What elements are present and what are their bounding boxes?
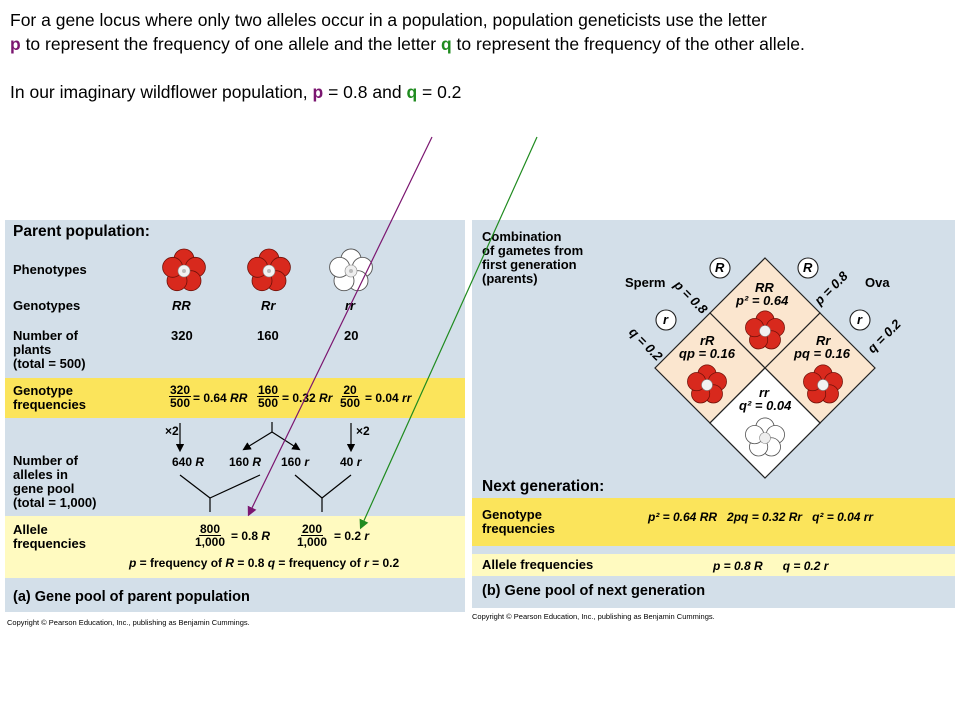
cell-rr-frequency: q² = 0.04 [739,398,792,413]
next-gf-label-line2: frequencies [482,521,555,536]
plant-count-rr: 20 [344,328,359,343]
gf-label-line1: Genotype [13,383,73,398]
alleles-label-line4: (total = 1,000) [13,495,97,510]
red-flower-icon [247,248,291,292]
alleles-label-line3: gene pool [13,481,75,496]
copyright-b: Copyright © Pearson Education, Inc., pub… [472,612,715,621]
genotype-RR: RR [172,298,191,313]
next-generation-title: Next generation: [482,478,605,495]
plant-count-RR: 320 [171,328,193,343]
allele-count-160R: 160 R [229,455,262,469]
plant-count-Rr: 160 [257,328,279,343]
cell-RR-frequency: p² = 0.64 [736,293,789,308]
sperm-r: r [663,312,669,327]
times-two-right: ×2 [356,424,370,438]
alleles-label-line2: alleles in [13,467,68,482]
panel-a-caption: (a) Gene pool of parent population [13,589,250,605]
p-connector-arrow [247,136,433,517]
p-symbol: p [10,34,21,54]
allele-arrows [175,422,356,512]
q-symbol-2: q [406,82,418,102]
ova-R: R [803,260,813,275]
allele-frequency-definition: p = frequency of R = 0.8 q = frequency o… [129,556,400,570]
combo-label-line1: Combination [482,229,562,244]
panel-parent-population: Parent population: Phenotypes Genotypes … [5,220,465,612]
combo-label-line3: first generation [482,257,577,272]
combo-label-line4: (parents) [482,271,538,286]
copyright-a: Copyright © Pearson Education, Inc., pub… [7,618,250,627]
phenotypes-label: Phenotypes [13,262,87,277]
white-flower-icon [745,417,785,457]
next-gf-label-line1: Genotype [482,507,542,522]
times-two-left: ×2 [165,424,179,438]
intro-text-2c: = 0.2 [417,82,462,102]
white-flower-icon [329,248,373,292]
next-af-values: p = 0.8 R q = 0.2 r [713,559,829,573]
q-symbol: q [440,34,452,54]
af-result-r: = 0.2 r [334,529,370,543]
ova-r: r [857,312,863,327]
intro-text: For a gene locus where only two alleles … [10,8,950,104]
intro-text-2b: = 0.8 and [323,82,407,102]
sperm-label: Sperm [625,275,666,290]
red-flower-icon [687,364,727,404]
p-symbol-2: p [312,82,324,102]
cell-Rr-frequency: pq = 0.16 [794,346,850,361]
af-result-R: = 0.8 R [231,529,271,543]
genotype-Rr: Rr [261,298,276,313]
cell-rR-frequency: qp = 0.16 [679,346,735,361]
sperm-R: R [715,260,725,275]
gf-result-RR: = 0.64 RR [193,391,248,405]
combo-label-line2: of gametes from [482,243,584,258]
panel-b-caption: (b) Gene pool of next generation [482,583,706,599]
plants-label-line2: plants [13,342,52,357]
next-allele-frequencies-band: Allele frequencies p = 0.8 R q = 0.2 r [472,554,955,576]
plants-label-line1: Number of [13,328,78,343]
cell-rr-genotype: rr [759,385,770,400]
caption-band: (b) Gene pool of next generation [472,576,955,608]
genotypes-label: Genotypes [13,298,81,313]
panel-a-title: Parent population: [13,223,150,240]
intro-text-2a: In our imaginary wildflower population, [10,82,313,102]
allele-count-40r: 40 r [340,455,362,469]
intro-paragraph-2: In our imaginary wildflower population, … [10,80,950,104]
gf-result-rr: = 0.04 rr [365,391,412,405]
cell-RR-genotype: RR [755,280,774,295]
gf-label-line2: frequencies [13,397,86,412]
red-flower-icon [162,248,206,292]
allele-count-640R: 640 R [172,455,205,469]
allele-count-160r: 160 r [281,455,310,469]
q-connector-arrow [359,136,538,530]
red-flower-icon [745,310,785,350]
red-flower-icon [803,364,843,404]
af-label-line2: frequencies [13,536,86,551]
intro-text-1c: to represent the frequency of the other … [451,34,805,54]
alleles-label-line1: Number of [13,453,78,468]
cell-rR-genotype: rR [700,333,715,348]
next-gf-values: p² = 0.64 RR 2pq = 0.32 Rr q² = 0.04 rr [648,510,874,524]
intro-text-1a: For a gene locus where only two alleles … [10,10,767,30]
af-label-line1: Allele [13,522,48,537]
intro-text-1b: to represent the frequency of one allele… [20,34,441,54]
ova-label: Ova [865,275,890,290]
cell-Rr-genotype: Rr [816,333,831,348]
plants-label-line3: (total = 500) [13,356,86,371]
panel-next-generation: Combination of gametes from first genera… [472,220,955,608]
intro-paragraph-1: For a gene locus where only two alleles … [10,8,950,56]
next-genotype-frequencies-band: Genotype frequencies p² = 0.64 RR 2pq = … [472,498,955,546]
next-af-label: Allele frequencies [482,557,594,572]
